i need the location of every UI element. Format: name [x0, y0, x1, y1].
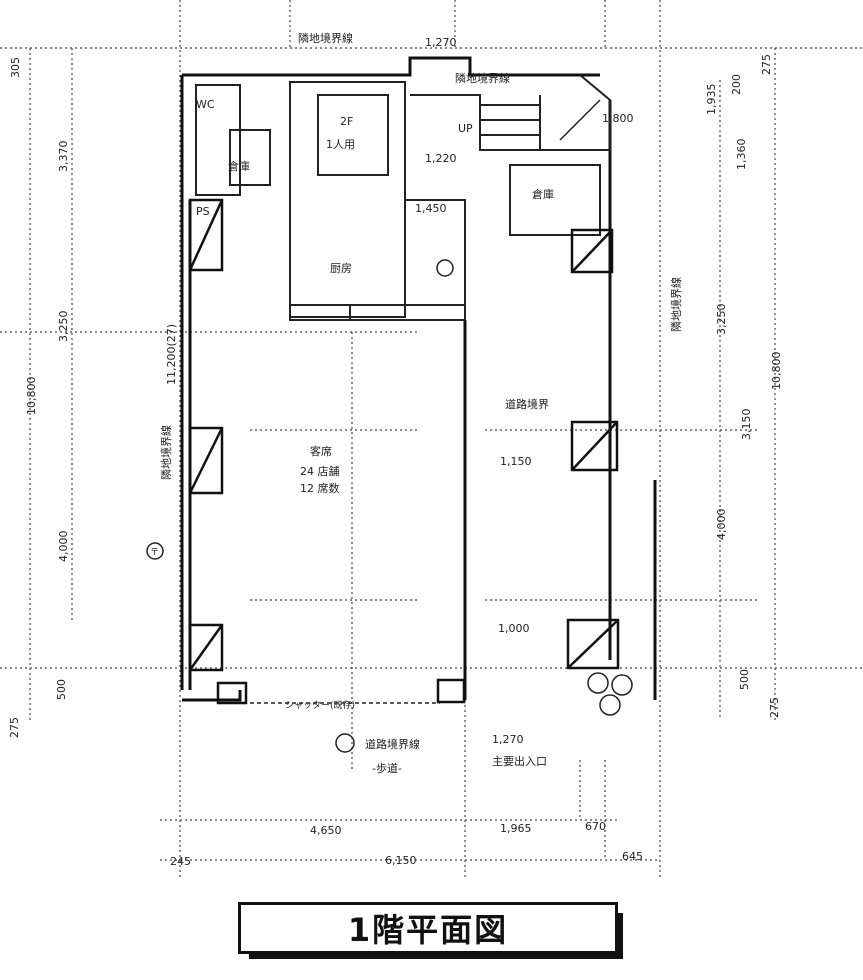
- label-left-boundary-b: 隣地境界線: [159, 425, 173, 480]
- room-wc: WC: [196, 98, 215, 111]
- label-4000-left: 4,000: [57, 531, 70, 563]
- label-3370-left: 3,370: [57, 141, 70, 173]
- label-1965: 1,965: [500, 822, 532, 835]
- label-1150-a: 1,150: [500, 455, 532, 468]
- label-1935: 1,935: [705, 84, 718, 116]
- label-3250-right: 3,250: [715, 304, 728, 336]
- label-1270-bottom: 1,270: [492, 733, 524, 746]
- label-1000: 1,000: [498, 622, 530, 635]
- label-275-left: 275: [8, 717, 21, 738]
- title-box: 1階平面図: [238, 902, 623, 959]
- label-road-boundary: 道路境界線: [365, 737, 420, 751]
- label-500-right: 500: [738, 669, 751, 690]
- label-left-boundary-a: 11,200(27): [165, 324, 178, 385]
- room-ps: PS: [196, 205, 210, 218]
- room-ev: 2F: [340, 115, 353, 128]
- label-275-right: 275: [760, 54, 773, 75]
- room-ev-sub: 1人用: [326, 138, 355, 151]
- stair: [146, 99, 633, 753]
- dining-sub1: 24 店舗: [300, 464, 340, 478]
- room-dining: 客席: [310, 444, 332, 458]
- label-10800-left: 10,800: [25, 377, 38, 416]
- room-storage: 倉庫: [228, 159, 250, 173]
- label-4000-right: 4,000: [715, 509, 728, 541]
- label-top-right-boundary: 隣地境界線: [455, 71, 510, 85]
- label-entrance: 主要出入口: [492, 754, 547, 768]
- dining-sub2: 12 席数: [300, 481, 340, 495]
- grid-lines: [0, 0, 863, 880]
- north-mark: 〒: [150, 548, 159, 558]
- label-1220: 1,220: [425, 152, 457, 165]
- label-1450: 1,450: [415, 202, 447, 215]
- label-3150: 3,150: [740, 409, 753, 441]
- label-top-boundary: 隣地境界線: [298, 31, 353, 45]
- label-1360: 1,360: [735, 139, 748, 171]
- label-500-left: 500: [55, 679, 68, 700]
- label-top-dim: 1,270: [425, 36, 457, 49]
- label-200: 200: [730, 74, 743, 95]
- label-1800: 1,800: [602, 112, 634, 125]
- interior-walls: [195, 74, 611, 321]
- label-645: 645: [622, 850, 643, 863]
- label-up: UP: [458, 122, 473, 135]
- label-305: 305: [9, 57, 22, 78]
- floor-plan: 隣地境界線 1,270 隣地境界線 305 3,370 3,250 10,800…: [0, 0, 863, 880]
- label-275-bottom: 275: [768, 697, 781, 718]
- label-shutter: シャッター(既存): [285, 699, 355, 711]
- columns: [188, 198, 620, 705]
- label-6150: 6,150: [385, 854, 417, 867]
- page-title: 1階平面図: [347, 911, 509, 949]
- label-670: 670: [585, 820, 606, 833]
- room-b1: 倉庫: [532, 187, 554, 201]
- label-right-boundary: 隣地境界線: [669, 277, 683, 332]
- label-road: -歩道-: [372, 761, 402, 775]
- label-10800-right: 10,800: [770, 352, 783, 391]
- label-245: 245: [170, 855, 191, 868]
- building-walls: [180, 56, 657, 702]
- room-kitchen: 厨房: [330, 262, 352, 275]
- label-4650: 4,650: [310, 824, 342, 837]
- label-corridor: 道路境界: [505, 397, 549, 411]
- label-3250-left: 3,250: [57, 311, 70, 343]
